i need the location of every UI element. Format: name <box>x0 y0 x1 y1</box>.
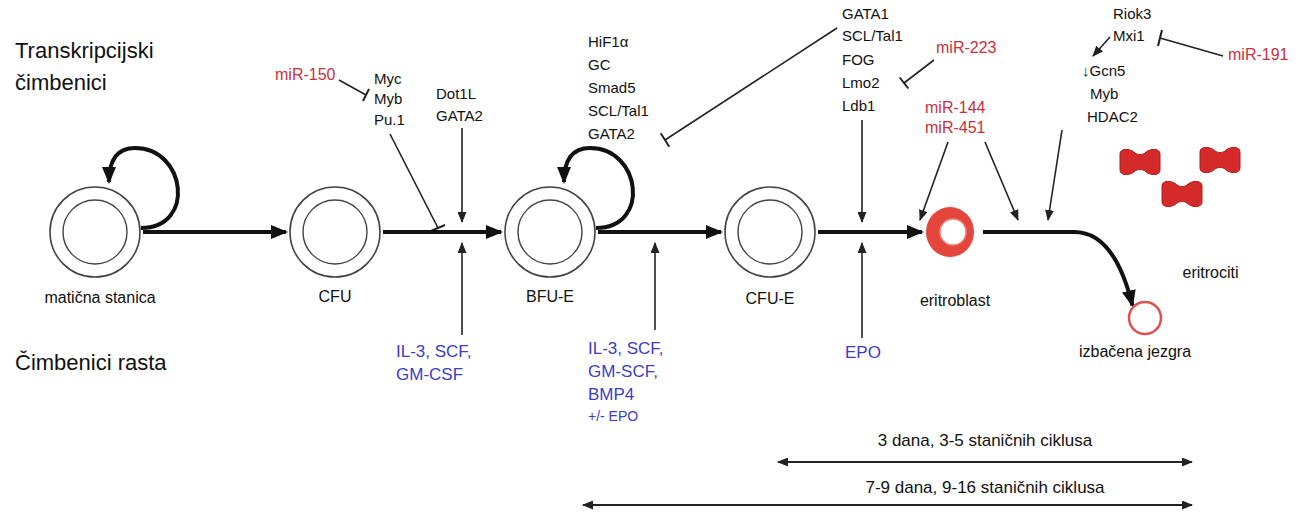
factor-label: Pu.1 <box>374 111 405 129</box>
inhibition-bar <box>1158 30 1162 46</box>
cell-node: BFU-E <box>504 186 596 278</box>
nucleus-outline <box>303 200 367 264</box>
factor-label: Myb <box>374 90 402 108</box>
factor-label: Myc <box>374 70 402 88</box>
factor-label: GATA2 <box>588 125 635 143</box>
growth-factor-label: IL-3, SCF, GM-CSF <box>396 340 501 386</box>
factor-label: HiF1α <box>588 33 628 51</box>
regulation-lines <box>339 28 1223 505</box>
microrna-label: miR-451 <box>925 118 985 137</box>
activation-arrow <box>461 243 463 335</box>
node-shape <box>49 186 141 278</box>
cell-node: CFU <box>289 186 381 278</box>
duration-label: 7-9 dana, 9-16 staničnih ciklusa <box>865 478 1104 498</box>
cell-label: izbačena jezgra <box>1079 342 1191 361</box>
microrna-label: miR-144 <box>925 98 985 117</box>
activation-arrow <box>985 142 1018 220</box>
activation-arrow <box>1093 37 1110 56</box>
cell-label: eritroblast <box>920 291 990 310</box>
nucleus-outline <box>1129 302 1161 334</box>
factor-label: Lmo2 <box>842 74 880 92</box>
cell-node: izbačena jezgra <box>1127 300 1163 336</box>
erythroblast-body <box>926 207 974 257</box>
cell-outline <box>290 187 380 277</box>
activation-arrow <box>861 243 863 338</box>
inhibition-bar <box>900 78 909 89</box>
erythrocyte-shape <box>1162 181 1202 206</box>
microrna-label: miR-191 <box>1228 45 1288 64</box>
factor-label: Riok3 <box>1113 5 1151 23</box>
activation-arrow <box>1048 130 1062 220</box>
row-heading: Transkripcijski čimbenici <box>15 35 205 99</box>
activation-arrow <box>861 120 863 222</box>
factor-label: Dot1L <box>436 85 476 103</box>
growth-factor-label: EPO <box>845 343 881 363</box>
inhibition-line <box>390 134 438 228</box>
microrna-label: miR-223 <box>936 38 996 57</box>
cell-node: CFU-E <box>724 186 816 278</box>
activation-arrow <box>461 128 463 222</box>
node-shape <box>1110 140 1255 215</box>
cell-label: CFU <box>319 287 352 306</box>
inhibition-line <box>339 80 366 95</box>
cell-node: eritroblast <box>925 206 975 258</box>
factor-label: Smad5 <box>588 79 636 97</box>
node-shape <box>289 186 381 278</box>
factor-label: GC <box>588 56 611 74</box>
factor-label: SCL/Tal1 <box>588 102 649 120</box>
factor-label: GATA1 <box>842 5 889 23</box>
nucleus-outline <box>63 200 127 264</box>
inhibition-line <box>1160 38 1223 56</box>
factor-label: HDAC2 <box>1087 108 1138 126</box>
nucleus-outline <box>738 200 802 264</box>
growth-factor-label: +/- EPO <box>588 408 638 425</box>
cell-node: eritrociti <box>1110 140 1255 215</box>
factor-label: ↓Gcn5 <box>1082 62 1125 80</box>
cell-outline <box>505 187 595 277</box>
cell-outline <box>725 187 815 277</box>
node-shape <box>925 206 975 258</box>
duration-arrow <box>583 504 1192 506</box>
cell-label: BFU-E <box>526 287 574 306</box>
erythroblast-nucleus <box>940 219 966 245</box>
erythrocyte-shape <box>1200 147 1240 172</box>
nucleus-outline <box>518 200 582 264</box>
node-shape <box>1127 300 1163 336</box>
cell-outline <box>50 187 140 277</box>
cell-label: eritrociti <box>1182 263 1238 282</box>
inhibition-line <box>665 28 837 140</box>
cell-node: matična stanica <box>49 186 141 278</box>
node-shape <box>724 186 816 278</box>
factor-label: Mxi1 <box>1113 27 1145 45</box>
differentiation-arrow <box>983 232 1132 305</box>
activation-arrow <box>654 243 656 330</box>
differentiation-arrow <box>383 230 501 234</box>
duration-arrow <box>778 461 1192 463</box>
microrna-label: miR-150 <box>275 65 335 84</box>
factor-label: Myb <box>1090 85 1118 103</box>
erythrocyte-shape <box>1120 149 1160 174</box>
cell-label: matična stanica <box>44 288 155 307</box>
differentiation-arrow <box>818 230 922 234</box>
inhibition-bar <box>661 133 670 146</box>
inhibition-bar <box>363 89 369 101</box>
differentiation-arrow <box>598 230 721 234</box>
differentiation-arrow <box>143 230 286 234</box>
cell-label: CFU-E <box>746 289 795 308</box>
row-heading: Čimbenici rasta <box>15 350 167 376</box>
node-shape <box>504 186 596 278</box>
growth-factor-label: IL-3, SCF, GM-SCF, BMP4 <box>588 337 693 406</box>
inhibition-line <box>904 60 934 83</box>
duration-label: 3 dana, 3-5 staničnih ciklusa <box>878 431 1093 451</box>
factor-label: Ldb1 <box>842 97 875 115</box>
factor-label: GATA2 <box>436 107 483 125</box>
factor-label: SCL/Tal1 <box>842 27 903 45</box>
factor-label: FOG <box>842 51 875 69</box>
